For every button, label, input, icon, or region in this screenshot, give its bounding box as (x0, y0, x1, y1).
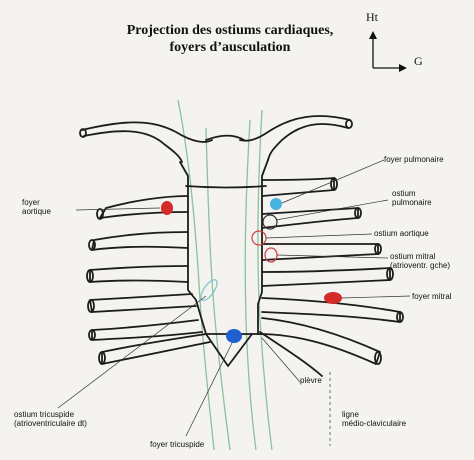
label-ostium-tricuspide: ostium tricuspide (atrioventriculaire dt… (14, 410, 87, 428)
pleura-right-inner (205, 127, 231, 451)
right-rib-4-end (86, 269, 94, 283)
label-ostium-mitral-line-1: ostium mitral (390, 252, 436, 261)
pleura-left-inner (244, 119, 257, 451)
foyer-tricuspide-dot (226, 329, 242, 343)
sternum (179, 134, 269, 367)
left-rib-2 (261, 177, 335, 197)
right-rib-5 (89, 293, 197, 313)
leader-ostium-pulmonaire (275, 199, 389, 221)
left-rib-6-end (396, 311, 404, 323)
sternal-angle (185, 185, 267, 189)
label-ostium-mitral: ostium mitral (atrioventr. gche) (390, 252, 450, 270)
label-ostium-mitral-line-2: (atrioventr. gche) (390, 261, 451, 270)
pleura-lines (177, 99, 273, 451)
diagram-title: Projection des ostiums cardiaques, foyer… (100, 22, 360, 56)
axis-up-label: Ht (366, 10, 378, 24)
leader-ostium-aortique (265, 233, 373, 239)
clavicles (79, 115, 353, 163)
pleura-right-outer (177, 99, 215, 451)
orientation-arrows (369, 31, 407, 72)
axis-left-label: G (414, 54, 423, 68)
left-clavicle-top (239, 115, 351, 142)
title-line-2: foyers d’ausculation (169, 40, 291, 55)
left-clavicle-bottom (267, 123, 349, 161)
right-clavicle-top (81, 121, 213, 143)
up-arrow-head (369, 31, 377, 39)
label-foyer-aortique-line-2: aortique (22, 207, 51, 216)
sternum-right-edge (179, 161, 207, 335)
sternum-left-edge (257, 159, 269, 335)
sternum-top (205, 134, 245, 141)
label-ligne-line-2: médio-claviculaire (342, 419, 407, 428)
xiphoid-process (205, 333, 253, 367)
leader-lines (57, 159, 411, 446)
label-ostium-tricuspide-line-2: (atrioventriculaire dt) (14, 419, 87, 428)
foyer-aortique-dot (161, 201, 173, 215)
left-costal-margin (259, 331, 323, 377)
right-rib-6 (91, 319, 203, 341)
right-rib-7-end (98, 351, 106, 365)
label-foyer-tricuspide: foyer tricuspide (150, 440, 205, 449)
left-rib-2-end (330, 177, 338, 191)
left-rib-6 (261, 297, 401, 323)
right-rib-6-end (88, 329, 96, 341)
right-rib-3 (91, 231, 189, 251)
cardiac-markers (161, 198, 342, 343)
leader-ostium-tricuspide (57, 295, 207, 409)
leader-ostium-mitral (276, 254, 389, 259)
left-clavicle-end (345, 119, 353, 129)
pleura-left-outer (257, 109, 273, 451)
foyer-mitral-dot (324, 292, 342, 304)
left-rib-3-end (354, 207, 362, 219)
right-rib-4 (89, 265, 189, 283)
right-rib-2-end (96, 208, 104, 220)
left-rib-5 (261, 267, 391, 287)
ostium-pulmonaire-ring (262, 214, 278, 230)
leader-plevre (261, 337, 301, 383)
left-rib-4-end (374, 243, 382, 255)
label-foyer-aortique: foyer aortique (22, 198, 51, 216)
label-ostium-aortique: ostium aortique (374, 229, 429, 238)
label-ostium-pulmonaire-line-2: pulmonaire (392, 198, 432, 207)
leader-foyer-pulmonaire (281, 159, 385, 204)
left-rib-7 (257, 317, 381, 365)
left-ribs (257, 177, 404, 377)
left-rib-3 (261, 207, 359, 229)
ostium-aortique-ring (251, 230, 267, 246)
ostium-tricuspide-ring (200, 279, 218, 301)
label-ostium-pulmonaire-line-1: ostium (392, 189, 416, 198)
label-foyer-pulmonaire: foyer pulmonaire (384, 155, 444, 164)
right-rib-5-end (87, 299, 95, 313)
label-foyer-mitral: foyer mitral (412, 292, 452, 301)
leader-foyer-mitral (341, 295, 411, 299)
title-line-1: Projection des ostiums cardiaques, (126, 23, 334, 38)
label-foyer-aortique-line-1: foyer (22, 198, 40, 207)
leader-foyer-aortique (75, 207, 161, 211)
label-ligne-line-1: ligne (342, 410, 359, 419)
left-rib-7-end (374, 351, 382, 365)
left-rib-4 (261, 243, 379, 261)
left-arrow-head (399, 64, 407, 72)
leader-foyer-tricuspide (185, 342, 233, 437)
right-ribs (86, 195, 211, 365)
right-rib-2 (99, 195, 189, 219)
left-rib-5-end (386, 267, 394, 281)
right-clavicle-bottom (83, 130, 183, 163)
right-clavicle-end (79, 128, 87, 138)
label-ligne-medio-claviculaire: ligne médio-claviculaire (342, 410, 406, 428)
label-ostium-pulmonaire: ostium pulmonaire (392, 189, 432, 207)
label-plevre: plèvre (300, 376, 322, 385)
right-rib-3-end (88, 239, 96, 251)
foyer-pulmonaire-dot (270, 198, 282, 210)
right-rib-7 (101, 333, 211, 365)
label-ostium-tricuspide-line-1: ostium tricuspide (14, 410, 75, 419)
